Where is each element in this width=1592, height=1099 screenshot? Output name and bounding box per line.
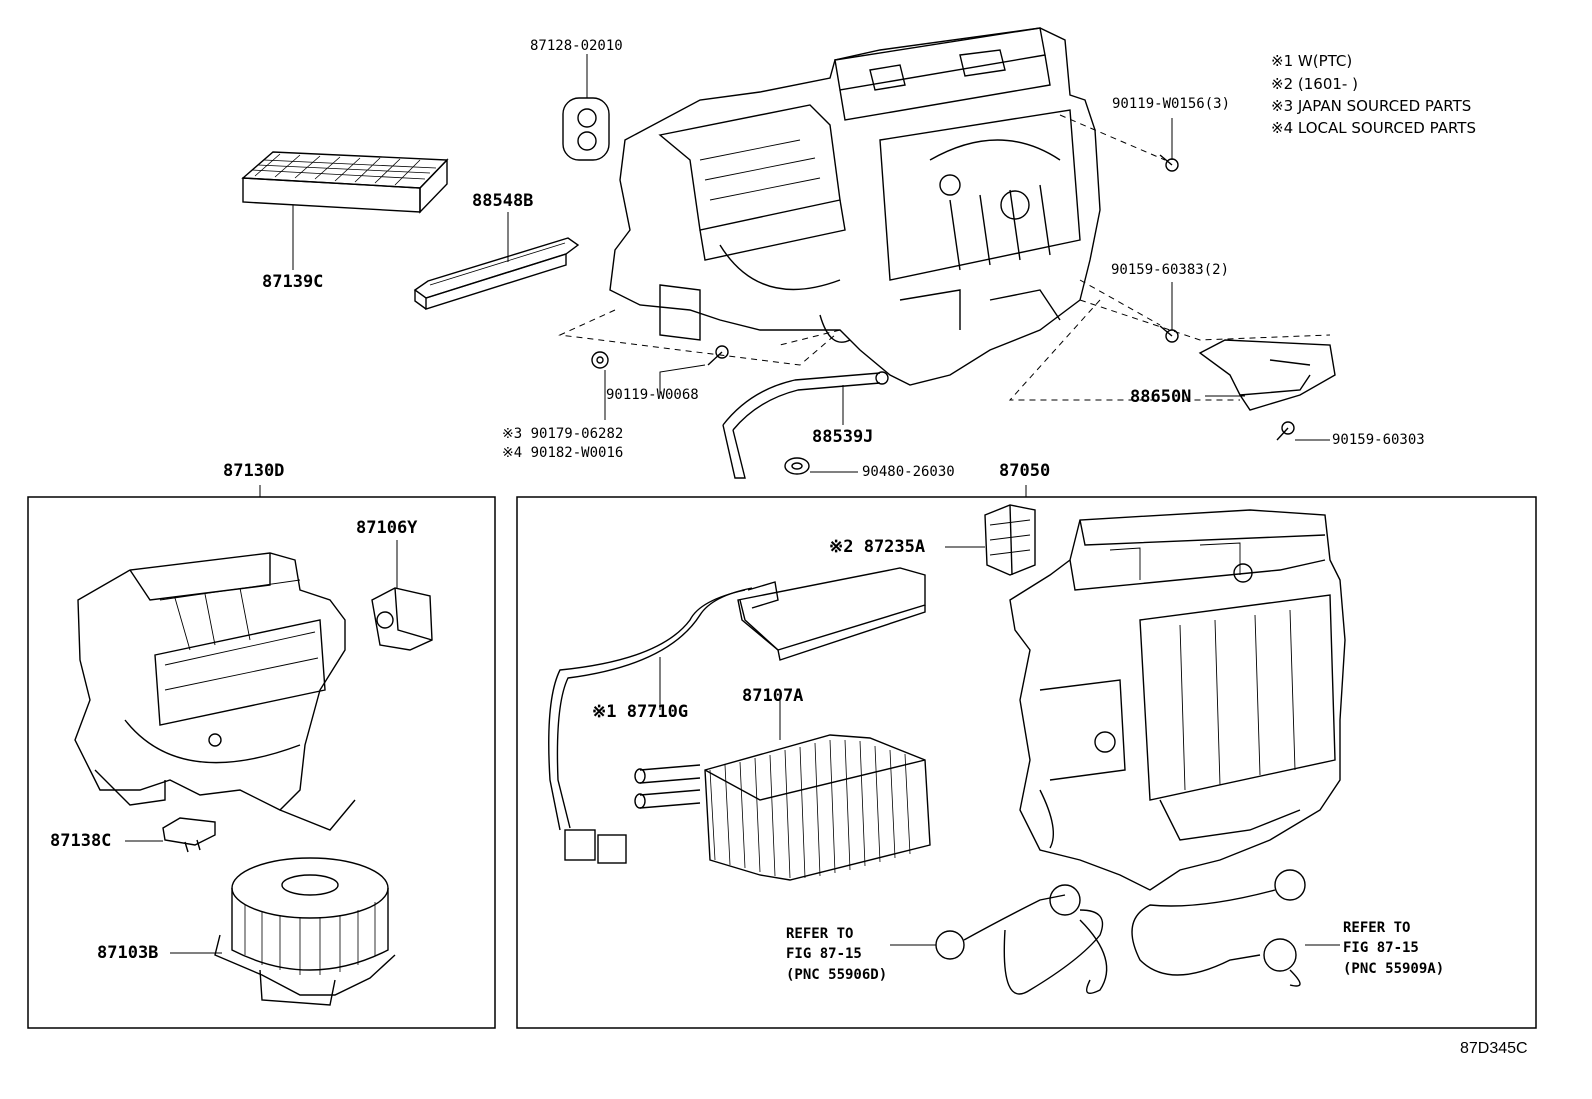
dashed-lines-top xyxy=(558,114,1331,401)
heater-core-drawing xyxy=(634,734,931,881)
actuator-drawing xyxy=(371,587,433,651)
part-label-87103B[interactable]: 87103B xyxy=(97,943,159,963)
cabin-filter-drawing xyxy=(241,151,449,214)
part-label-87235A[interactable]: ※2 87235A xyxy=(829,537,926,557)
note-3: ※3 JAPAN SOURCED PARTS xyxy=(1271,97,1472,115)
reference-note-right[interactable]: REFER TO FIG 87-15 (PNC 55909A) xyxy=(1343,920,1445,977)
filter-cover-drawing xyxy=(413,237,580,310)
reference-note-left[interactable]: REFER TO FIG 87-15 (PNC 55906D) xyxy=(786,926,888,983)
part-label-90182-W0016[interactable]: ※4 90182-W0016 xyxy=(502,445,624,461)
note-4: ※4 LOCAL SOURCED PARTS xyxy=(1271,119,1476,137)
note-2: ※2 (1601- ) xyxy=(1271,75,1358,93)
group-label-87130D[interactable]: 87130D xyxy=(223,461,285,481)
note-1: ※1 W(PTC) xyxy=(1271,52,1353,70)
sensor-left-drawing xyxy=(935,884,1108,995)
part-label-90179-06282[interactable]: ※3 90179-06282 xyxy=(502,426,624,442)
drain-hose-drawing xyxy=(722,371,889,479)
blower-motor-drawing xyxy=(214,857,396,1006)
bracket-drawing xyxy=(1198,339,1336,411)
blower-unit-drawing xyxy=(74,552,356,831)
part-label-87128-02010[interactable]: 87128-02010 xyxy=(530,38,623,54)
part-label-88548B[interactable]: 88548B xyxy=(472,191,534,211)
part-label-90119-W0068[interactable]: 90119-W0068 xyxy=(606,387,699,403)
part-label-90159-60383[interactable]: 90159-60383(2) xyxy=(1111,262,1230,278)
leader-lines xyxy=(259,54,1330,497)
part-label-88650N[interactable]: 88650N xyxy=(1130,387,1192,407)
ptc-heater-drawing xyxy=(548,567,926,864)
diagram-code: 87D345C xyxy=(1460,1040,1528,1057)
part-label-87710G[interactable]: ※1 87710G xyxy=(592,702,689,722)
part-label-87106Y[interactable]: 87106Y xyxy=(356,518,418,538)
part-label-90480-26030[interactable]: 90480-26030 xyxy=(862,464,955,480)
leader-lines-left xyxy=(125,540,398,954)
group-frame-87130D xyxy=(27,496,496,1029)
screws-top xyxy=(591,154,1295,475)
part-label-87138C[interactable]: 87138C xyxy=(50,831,112,851)
group-label-87050[interactable]: 87050 xyxy=(999,461,1051,481)
part-label-90159-60303[interactable]: 90159-60303 xyxy=(1332,432,1425,448)
part-label-90119-W0156[interactable]: 90119-W0156(3) xyxy=(1112,96,1231,112)
blend-door-drawing xyxy=(984,504,1036,576)
leader-lines-right xyxy=(659,546,1340,946)
hvac-assembly-top-drawing xyxy=(609,27,1101,386)
part-label-88539J[interactable]: 88539J xyxy=(812,427,874,447)
part-label-87107A[interactable]: 87107A xyxy=(742,686,804,706)
grommet-drawing xyxy=(562,97,610,161)
resistor-drawing xyxy=(162,817,216,853)
sensor-right-drawing xyxy=(1131,869,1306,987)
heater-unit-drawing xyxy=(1009,509,1346,891)
part-label-87139C[interactable]: 87139C xyxy=(262,272,324,292)
